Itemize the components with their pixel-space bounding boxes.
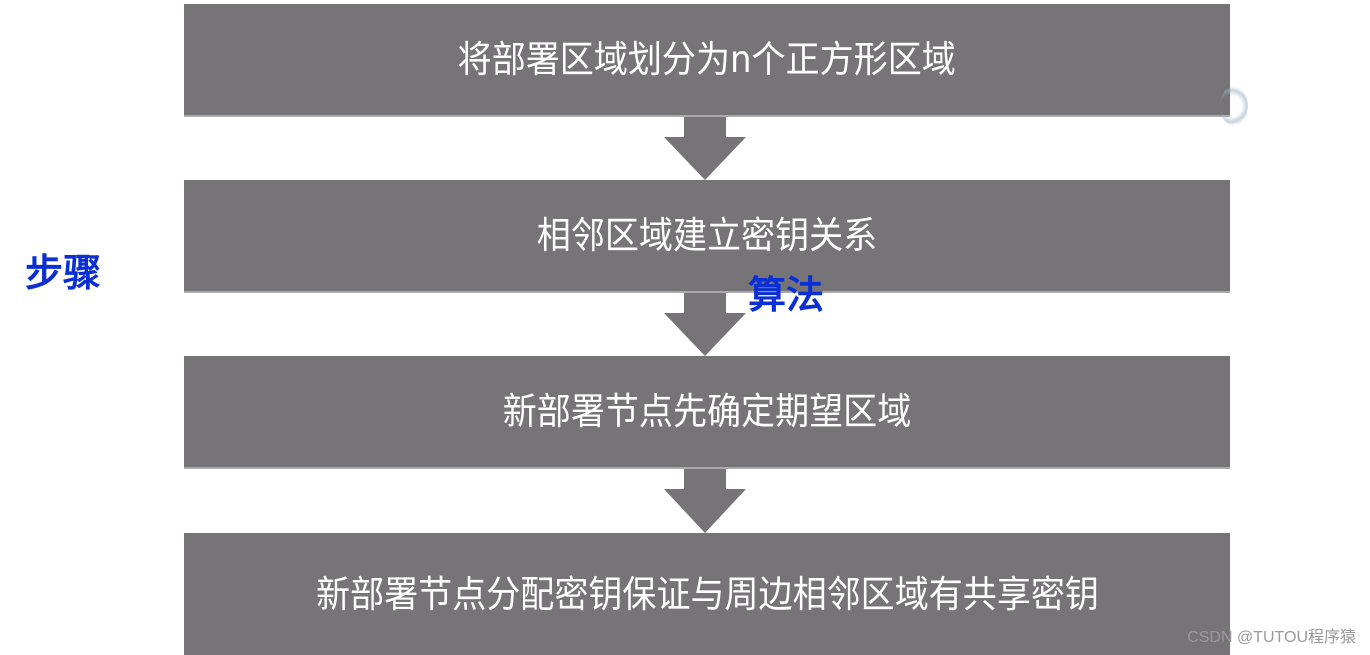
step-3-text: 新部署节点先确定期望区域 <box>502 390 912 433</box>
arrow-down-icon <box>664 469 746 533</box>
step-box-4: 新部署节点分配密钥保证与周边相邻区域有共享密钥 <box>184 533 1230 655</box>
arrow-down-icon <box>664 293 746 356</box>
step-1-text: 将部署区域划分为n个正方形区域 <box>457 38 957 81</box>
step-4-text: 新部署节点分配密钥保证与周边相邻区域有共享密钥 <box>315 572 1099 616</box>
side-label-steps: 步骤 <box>25 251 102 295</box>
step-box-2: 相邻区域建立密钥关系 <box>184 180 1230 293</box>
step-box-1: 将部署区域划分为n个正方形区域 <box>184 4 1230 117</box>
arrow-down-icon <box>664 117 746 180</box>
step-box-3: 新部署节点先确定期望区域 <box>184 356 1230 469</box>
step-2-text: 相邻区域建立密钥关系 <box>536 214 878 257</box>
decorative-circle <box>1220 86 1248 126</box>
center-label-algorithm: 算法 <box>748 273 825 317</box>
watermark: CSDN @TUTOU程序猿 <box>1187 629 1356 646</box>
